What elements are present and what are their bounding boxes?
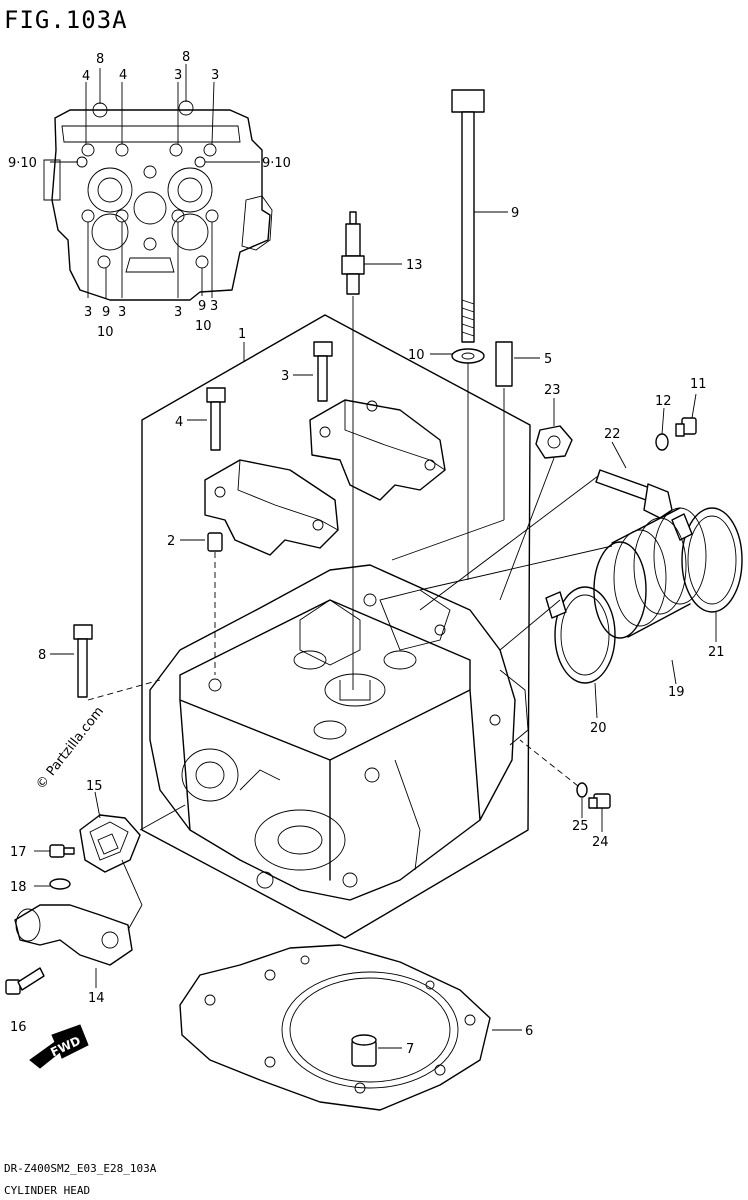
part-number: 12 (655, 394, 672, 409)
inset-top-view (43, 64, 273, 301)
hose-clamp-21 (671, 507, 743, 613)
part-number: 22 (604, 427, 621, 442)
inset-label: 3 (84, 305, 92, 320)
inset-label: 10 (97, 325, 114, 340)
bolt-24 (588, 793, 611, 809)
inset-label: 4 (119, 68, 127, 83)
inset-label: 3 (174, 68, 182, 83)
part-number: 13 (406, 258, 423, 273)
bolt-22 (595, 469, 673, 519)
part-number: 2 (167, 534, 175, 549)
part-number: 23 (544, 383, 561, 398)
part-number: 1 (238, 327, 246, 342)
cylinder-head (149, 564, 529, 901)
diagram-caption: CYLINDER HEAD (4, 1184, 90, 1197)
inset-label: 4 (82, 69, 90, 84)
bolt-11 (675, 417, 697, 437)
model-code: DR-Z400SM2_E03_E28_103A (4, 1162, 157, 1175)
intake-pipe (593, 507, 707, 639)
inset-label: 3 (174, 305, 182, 320)
part-number: 14 (88, 991, 105, 1006)
part-number: 21 (708, 645, 725, 660)
washer-18 (49, 878, 71, 890)
dowel-7 (351, 1034, 377, 1067)
part-number: 9 (511, 206, 519, 221)
inset-label: 9 (198, 299, 206, 314)
part-number: 8 (38, 648, 46, 663)
inset-label: 10 (195, 319, 212, 334)
part-number: 15 (86, 779, 103, 794)
part-number: 7 (406, 1042, 414, 1057)
washer-12 (655, 433, 669, 451)
dowel-pin (207, 532, 223, 552)
figure-title: FIG.103A (4, 6, 128, 34)
inset-label: 3 (211, 68, 219, 83)
washer-25 (576, 782, 588, 798)
nut (535, 425, 573, 459)
part-number: 10 (408, 348, 425, 363)
inset-label: 8 (182, 50, 190, 65)
inset-label: 3 (210, 299, 218, 314)
spark-plug (341, 211, 365, 295)
inset-label: 9·10 (8, 156, 37, 171)
inset-label: 8 (96, 52, 104, 67)
part-number: 4 (175, 415, 183, 430)
bolt-4 (206, 387, 226, 451)
stud (495, 341, 513, 387)
inset-label: 9·10 (262, 156, 291, 171)
bolt-3 (313, 341, 333, 402)
forward-arrow-icon: FWD (29, 1024, 89, 1069)
long-bolt (451, 89, 485, 343)
part-number: 11 (690, 377, 707, 392)
part-number: 3 (281, 369, 289, 384)
cylinder-head-gasket (179, 944, 491, 1111)
part-number: 18 (10, 880, 27, 895)
bolt-water-outlet (5, 967, 45, 995)
bolt-8 (73, 624, 93, 698)
part-number: 17 (10, 845, 27, 860)
part-number: 19 (668, 685, 685, 700)
part-number: 20 (590, 721, 607, 736)
part-number: 16 (10, 1020, 27, 1035)
camshaft-holder-right (309, 399, 446, 501)
part-number: 24 (592, 835, 609, 850)
assembly-outline (141, 314, 531, 939)
part-number: 25 (572, 819, 589, 834)
inset-label: 3 (118, 305, 126, 320)
water-outlet (14, 904, 133, 966)
part-number: 5 (544, 352, 552, 367)
thermostat (79, 814, 141, 873)
inset-label: 9 (102, 305, 110, 320)
bolt-17 (49, 844, 75, 858)
washer (451, 348, 485, 364)
camshaft-holder-left (204, 459, 339, 556)
part-number: 6 (525, 1024, 533, 1039)
hose-clamp-20 (545, 586, 616, 684)
